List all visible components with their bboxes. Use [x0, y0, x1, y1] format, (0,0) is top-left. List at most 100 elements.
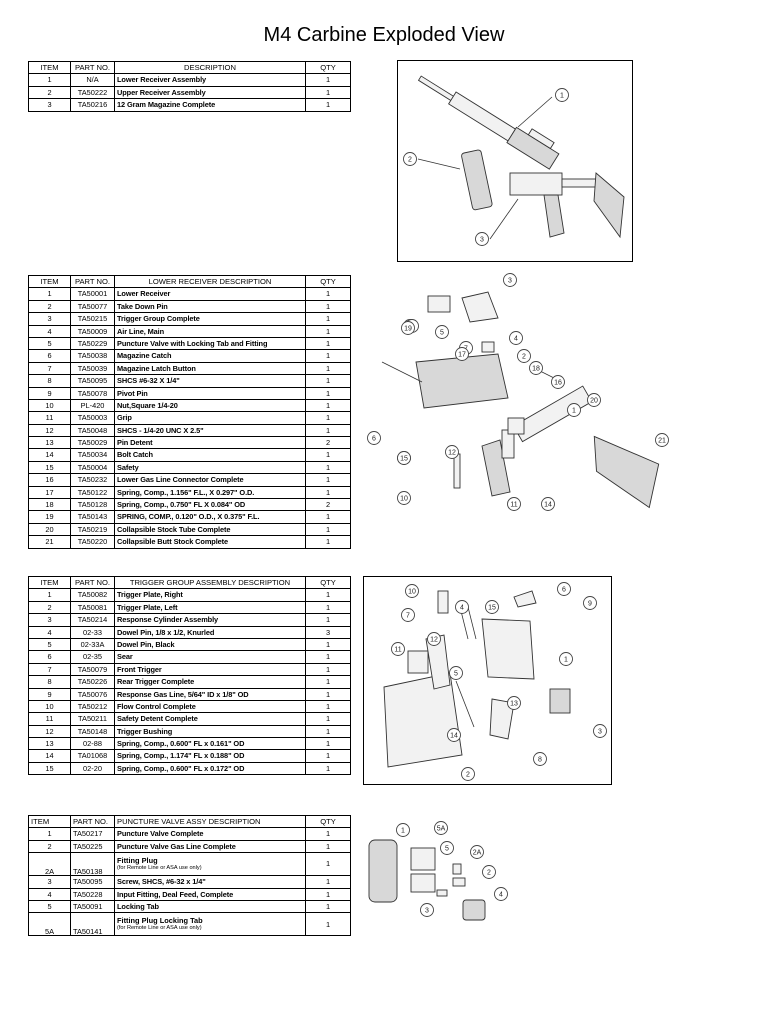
- callout-label: 3: [425, 908, 429, 915]
- cell-part-no: TA50148: [70, 724, 115, 739]
- callout-14: 14: [447, 728, 461, 742]
- cell-description: Sear: [114, 650, 306, 664]
- callout-15: 15: [397, 451, 411, 465]
- cell-description: Spring, Comp., 0.600" FL x 0.172" OD: [114, 761, 306, 776]
- callout-circle: [482, 865, 496, 879]
- cell-description: Puncture Valve Gas Line Complete: [114, 839, 306, 854]
- cell-qty: 1: [305, 386, 351, 400]
- table-row: 1 TA50217 Puncture Valve Complete 1: [28, 827, 351, 841]
- callout-3: 3: [503, 273, 517, 287]
- callout-15: 15: [485, 600, 499, 614]
- cell-part-no: TA50001: [70, 287, 115, 301]
- cell-qty: 1: [305, 423, 351, 438]
- cell-description: Locking Tab: [114, 899, 306, 914]
- trigger-plate-left: [383, 672, 463, 768]
- cell-qty: 1: [305, 299, 351, 314]
- header-item: ITEM: [28, 814, 71, 829]
- callout-circle: [447, 728, 461, 742]
- puncture-valve: [481, 341, 495, 353]
- callout-circle: [435, 325, 449, 339]
- cell-item: 2: [28, 600, 71, 615]
- cell-description: Spring, Comp., 0.750" FL X 0.084" OD: [114, 498, 306, 512]
- callout-circle: [485, 600, 499, 614]
- callout-circle: [434, 821, 448, 835]
- cell-part-no: TA50220: [70, 535, 115, 549]
- cell-item: 12: [28, 423, 71, 438]
- callout-circle: [583, 596, 597, 610]
- cell-description: Puncture Valve with Locking Tab and Fitt…: [114, 336, 306, 351]
- callout-circle: [655, 433, 669, 447]
- cell-item: 13: [28, 436, 71, 450]
- header-description: TRIGGER GROUP ASSEMBLY DESCRIPTION: [114, 575, 306, 590]
- callout-2: 2: [482, 865, 496, 879]
- cell-item: 2A: [28, 852, 71, 877]
- cell-qty: 1: [305, 485, 351, 500]
- cell-description: Spring, Comp., 1.174" FL x 0.188" OD: [114, 749, 306, 763]
- callout-label: 2: [466, 772, 470, 779]
- cell-qty: 1: [305, 312, 351, 326]
- cell-item: 15: [28, 761, 71, 776]
- cell-description: Nut,Square 1/4-20: [114, 398, 306, 413]
- page-title: M4 Carbine Exploded View: [263, 24, 505, 46]
- cell-qty: 1: [305, 650, 351, 664]
- cell-item: 1: [28, 827, 71, 841]
- stock-tube: [512, 385, 593, 443]
- cell-description: Spring, Comp., 0.600" FL x 0.161" OD: [114, 737, 306, 751]
- cell-qty: 1: [305, 637, 351, 652]
- butt-stock: [593, 172, 625, 239]
- cell-item: 19: [28, 510, 71, 524]
- cell-part-no: TA50143: [70, 510, 115, 524]
- header-part-no: PART NO.: [70, 575, 115, 590]
- cell-part-no: TA50128: [70, 498, 115, 512]
- cell-item: 14: [28, 749, 71, 763]
- callout-14: 14: [541, 497, 555, 511]
- input-fitting: [462, 899, 486, 921]
- cell-qty: 1: [305, 522, 351, 537]
- callout-circle: [397, 491, 411, 505]
- cell-description: Dowel Pin, 1/8 x 1/2, Knurled: [114, 625, 306, 639]
- callout-label: 6: [372, 436, 376, 443]
- cell-part-no: TA01068: [70, 749, 115, 763]
- callout-label: 10: [408, 589, 416, 596]
- callout-5: 5: [435, 325, 449, 339]
- cell-description: Screw, SHCS, #6-32 x 1/4": [114, 875, 306, 889]
- cell-qty: 2: [305, 498, 351, 512]
- cell-part-no: PL-420: [70, 398, 115, 413]
- callout-label: 2: [408, 157, 412, 164]
- callout-9: 9: [583, 596, 597, 610]
- sear: [513, 590, 537, 608]
- callout-circle: [445, 445, 459, 459]
- callout-circle: [449, 666, 463, 680]
- callout-1: 1: [555, 88, 569, 102]
- callout-label: 21: [658, 438, 666, 445]
- callout-11: 11: [507, 497, 521, 511]
- cell-part-no: 02-88: [70, 737, 115, 751]
- cell-qty: 1: [305, 827, 351, 841]
- cell-qty: 1: [305, 361, 351, 376]
- callout-label: 2: [487, 870, 491, 877]
- description-main: Fitting Plug Locking Tab: [117, 916, 203, 926]
- callout-circle: [401, 608, 415, 622]
- callout-16: 16: [551, 375, 565, 389]
- description-note: (for Remote Line or ASA use only): [117, 864, 202, 871]
- table-header-row: ITEM PART NO. PUNCTURE VALVE ASSY DESCRI…: [28, 814, 351, 829]
- cell-qty: 1: [305, 662, 351, 677]
